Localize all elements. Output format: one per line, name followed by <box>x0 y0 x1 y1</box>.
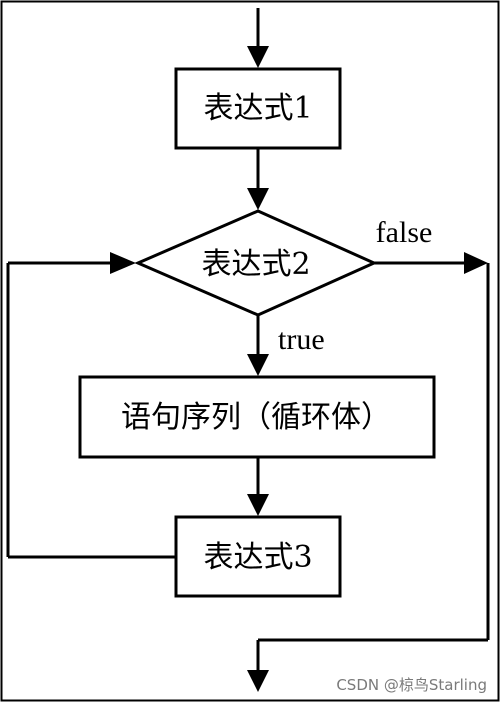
true-arrowhead <box>247 354 269 376</box>
expr1-label: 表达式1 <box>203 91 312 126</box>
expr2-label: 表达式2 <box>201 247 310 282</box>
false-arrowhead <box>464 252 488 274</box>
expr3-node: 表达式3 <box>174 515 342 598</box>
loopback-arrowhead <box>110 252 136 274</box>
body-to-expr3-arrowhead <box>247 494 269 516</box>
csdn-watermark: CSDN @椋鸟Starling <box>336 676 487 694</box>
loop-body-node: 语句序列（循环体） <box>78 375 436 459</box>
loop-body-label: 语句序列（循环体） <box>121 400 391 435</box>
entry-arrowhead <box>247 46 269 68</box>
false-label: false <box>376 216 433 249</box>
loop-body-box <box>78 375 436 459</box>
expr2-node: 表达式2 <box>134 209 378 317</box>
expr1-node: 表达式1 <box>174 67 342 150</box>
exit-arrowhead <box>247 670 269 692</box>
expr1-to-expr2-arrowhead <box>247 188 269 210</box>
true-label: true <box>278 323 325 356</box>
expr1-box <box>174 67 342 150</box>
expr3-label: 表达式3 <box>203 540 312 575</box>
